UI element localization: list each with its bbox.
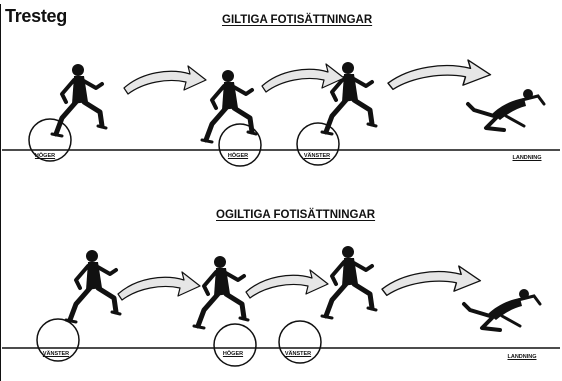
invalid-step-2-label: HÖGER — [222, 351, 244, 357]
runner-figure — [52, 64, 106, 136]
invalid-step-3-label: VÄNSTER — [284, 351, 312, 357]
invalid-step-1-label: VÄNSTER — [42, 351, 70, 357]
page-title: Tresteg — [5, 6, 67, 26]
foot-circle — [213, 323, 257, 367]
curved-arrow-icon — [387, 59, 492, 91]
runner-figure — [66, 250, 120, 322]
valid-step-3-label: VÄNSTER — [303, 153, 331, 159]
left-border — [0, 4, 1, 381]
landing-figure — [462, 287, 542, 332]
runner-figure — [194, 256, 248, 328]
curved-arrow-icon — [123, 65, 207, 95]
curved-arrow-icon — [117, 271, 201, 301]
invalid-landing-label: LANDNING — [507, 354, 537, 360]
valid-landing-label: LANDNING — [512, 155, 542, 161]
valid-step-1-label: HÖGER — [34, 153, 56, 159]
runner-figure — [202, 70, 256, 142]
foot-circle — [296, 122, 340, 166]
curved-arrow-icon — [245, 269, 329, 299]
foot-circle — [36, 318, 80, 362]
curved-arrow-icon — [381, 265, 482, 297]
landing-figure — [466, 87, 546, 132]
foot-circle — [218, 123, 262, 167]
foot-circle — [28, 118, 72, 162]
valid-step-2-label: HÖGER — [227, 153, 249, 159]
curved-arrow-icon — [261, 63, 345, 93]
invalid-heading: OGILTIGA FOTISÄTTNINGAR — [216, 209, 376, 221]
foot-circle — [278, 320, 322, 364]
runner-figure — [322, 246, 376, 318]
valid-heading: GILTIGA FOTISÄTTNINGAR — [222, 14, 373, 26]
